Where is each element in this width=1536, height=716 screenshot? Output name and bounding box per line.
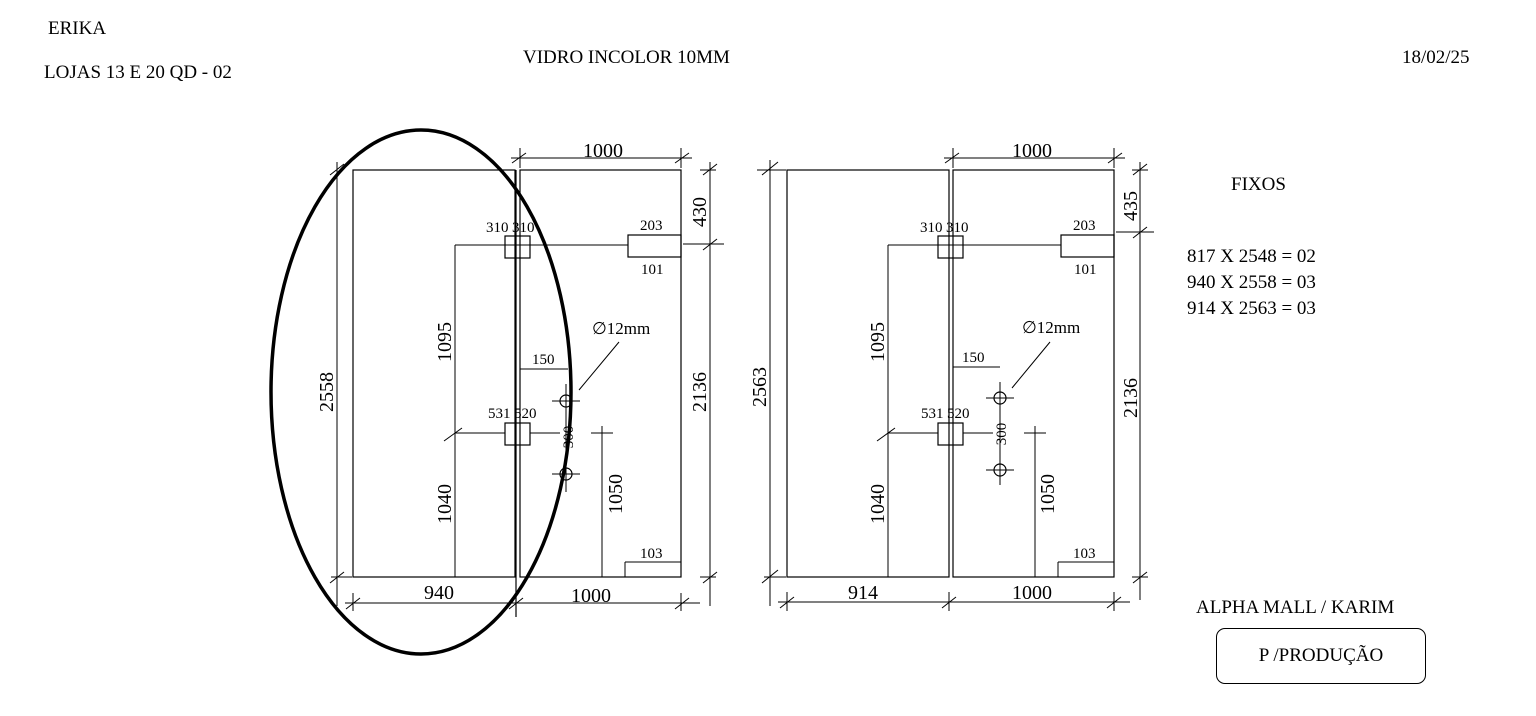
right-bottom-left-dim: 914 [848, 582, 878, 604]
left-left-height: 2558 [316, 372, 338, 412]
left-mid-patch [504, 422, 531, 446]
left-top-width: 1000 [583, 140, 623, 162]
left-dim-1050: 1050 [605, 474, 627, 514]
date-label: 18/02/25 [1402, 47, 1470, 68]
left-door-panel [519, 169, 682, 578]
left-top-patch [504, 235, 531, 259]
right-left-height: 2563 [749, 367, 771, 407]
right-notch-top-b: 310 [946, 220, 969, 236]
fixos-title: FIXOS [1231, 174, 1286, 195]
right-mid-patch [937, 422, 964, 446]
right-dim-1095: 1095 [867, 322, 889, 362]
left-fixed-panel [352, 169, 516, 578]
left-right-height: 2136 [689, 372, 711, 412]
fixos-item: 940 X 2558 = 03 [1187, 272, 1316, 293]
right-lock-box [1060, 234, 1115, 258]
material-label: VIDRO INCOLOR 10MM [523, 47, 730, 68]
right-hole-dim: ∅12mm [1022, 318, 1080, 337]
left-dim-150: 150 [532, 352, 555, 368]
right-fixed-panel [786, 169, 950, 578]
left-bottom-left-dim: 940 [424, 582, 454, 604]
right-notch-top-a: 310 [920, 220, 943, 236]
project-label: ALPHA MALL / KARIM [1196, 597, 1395, 618]
left-hole-dim: ∅12mm [592, 319, 650, 338]
fixos-item: 914 X 2563 = 03 [1187, 298, 1316, 319]
left-lock-101: 101 [641, 262, 664, 278]
left-bottom-right-dim: 1000 [571, 585, 611, 607]
right-dim-1050: 1050 [1037, 474, 1059, 514]
status-badge: P /PRODUÇÃO [1216, 628, 1426, 684]
left-dim-103: 103 [640, 546, 663, 562]
left-notch-top-a: 310 [486, 220, 509, 236]
client-name: ERIKA [48, 18, 107, 39]
right-dim-300: 300 [994, 423, 1010, 446]
left-top-right-dim: 430 [689, 197, 711, 227]
drawing-left: 1000 430 2136 2558 940 1000 310 310 531 [269, 128, 724, 656]
right-top-width: 1000 [1012, 140, 1052, 162]
fixos-list: 817 X 2548 = 02 940 X 2558 = 03 914 X 25… [1187, 244, 1316, 322]
right-top-patch [937, 235, 964, 259]
right-lock-203: 203 [1073, 218, 1096, 234]
right-door-panel [952, 169, 1115, 578]
fixos-item: 817 X 2548 = 02 [1187, 246, 1316, 267]
right-top-right-dim: 435 [1120, 191, 1142, 221]
left-notch-mid-a: 531 [488, 406, 511, 422]
right-dim-103: 103 [1073, 546, 1096, 562]
left-dim-1040: 1040 [434, 484, 456, 524]
highlight-ellipse [269, 128, 573, 656]
left-notch-mid-b: 520 [514, 406, 537, 422]
right-right-height: 2136 [1120, 378, 1142, 418]
left-dim-1095: 1095 [434, 322, 456, 362]
left-notch-top-b: 310 [512, 220, 535, 236]
left-lock-203: 203 [640, 218, 663, 234]
right-notch-mid-b: 520 [947, 406, 970, 422]
left-lock-box [627, 234, 682, 258]
drawing-right: 1000 435 2136 2563 914 1000 310 310 531 [749, 140, 1154, 611]
location-label: LOJAS 13 E 20 QD - 02 [44, 62, 232, 83]
right-dim-150: 150 [962, 350, 985, 366]
right-lock-101: 101 [1074, 262, 1097, 278]
status-text: P /PRODUÇÃO [1258, 645, 1384, 666]
right-notch-mid-a: 531 [921, 406, 944, 422]
right-dim-1040: 1040 [867, 484, 889, 524]
right-bottom-right-dim: 1000 [1012, 582, 1052, 604]
